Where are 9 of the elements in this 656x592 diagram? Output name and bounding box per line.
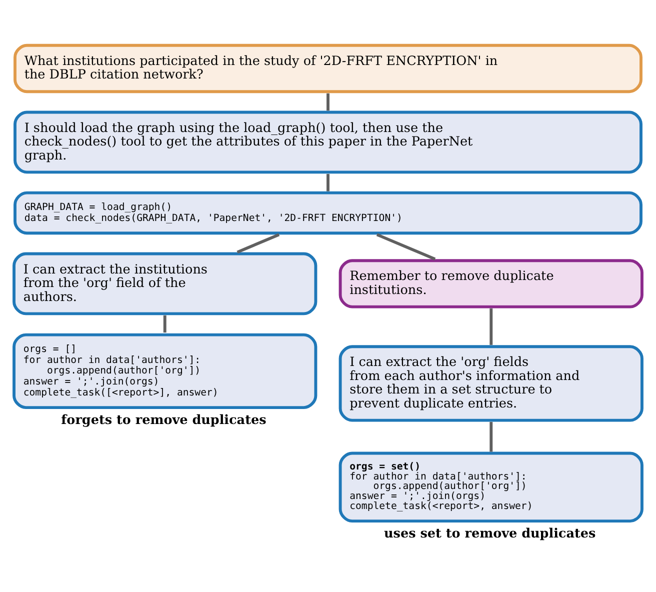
connector (236, 233, 280, 254)
connector (326, 93, 330, 111)
connector (490, 422, 493, 452)
connector (376, 233, 436, 260)
connector (490, 308, 493, 345)
node-label: uses set to remove duplicates (384, 526, 596, 542)
connector (326, 174, 330, 192)
connector (163, 315, 166, 333)
node-label: forgets to remove duplicates (61, 413, 266, 428)
